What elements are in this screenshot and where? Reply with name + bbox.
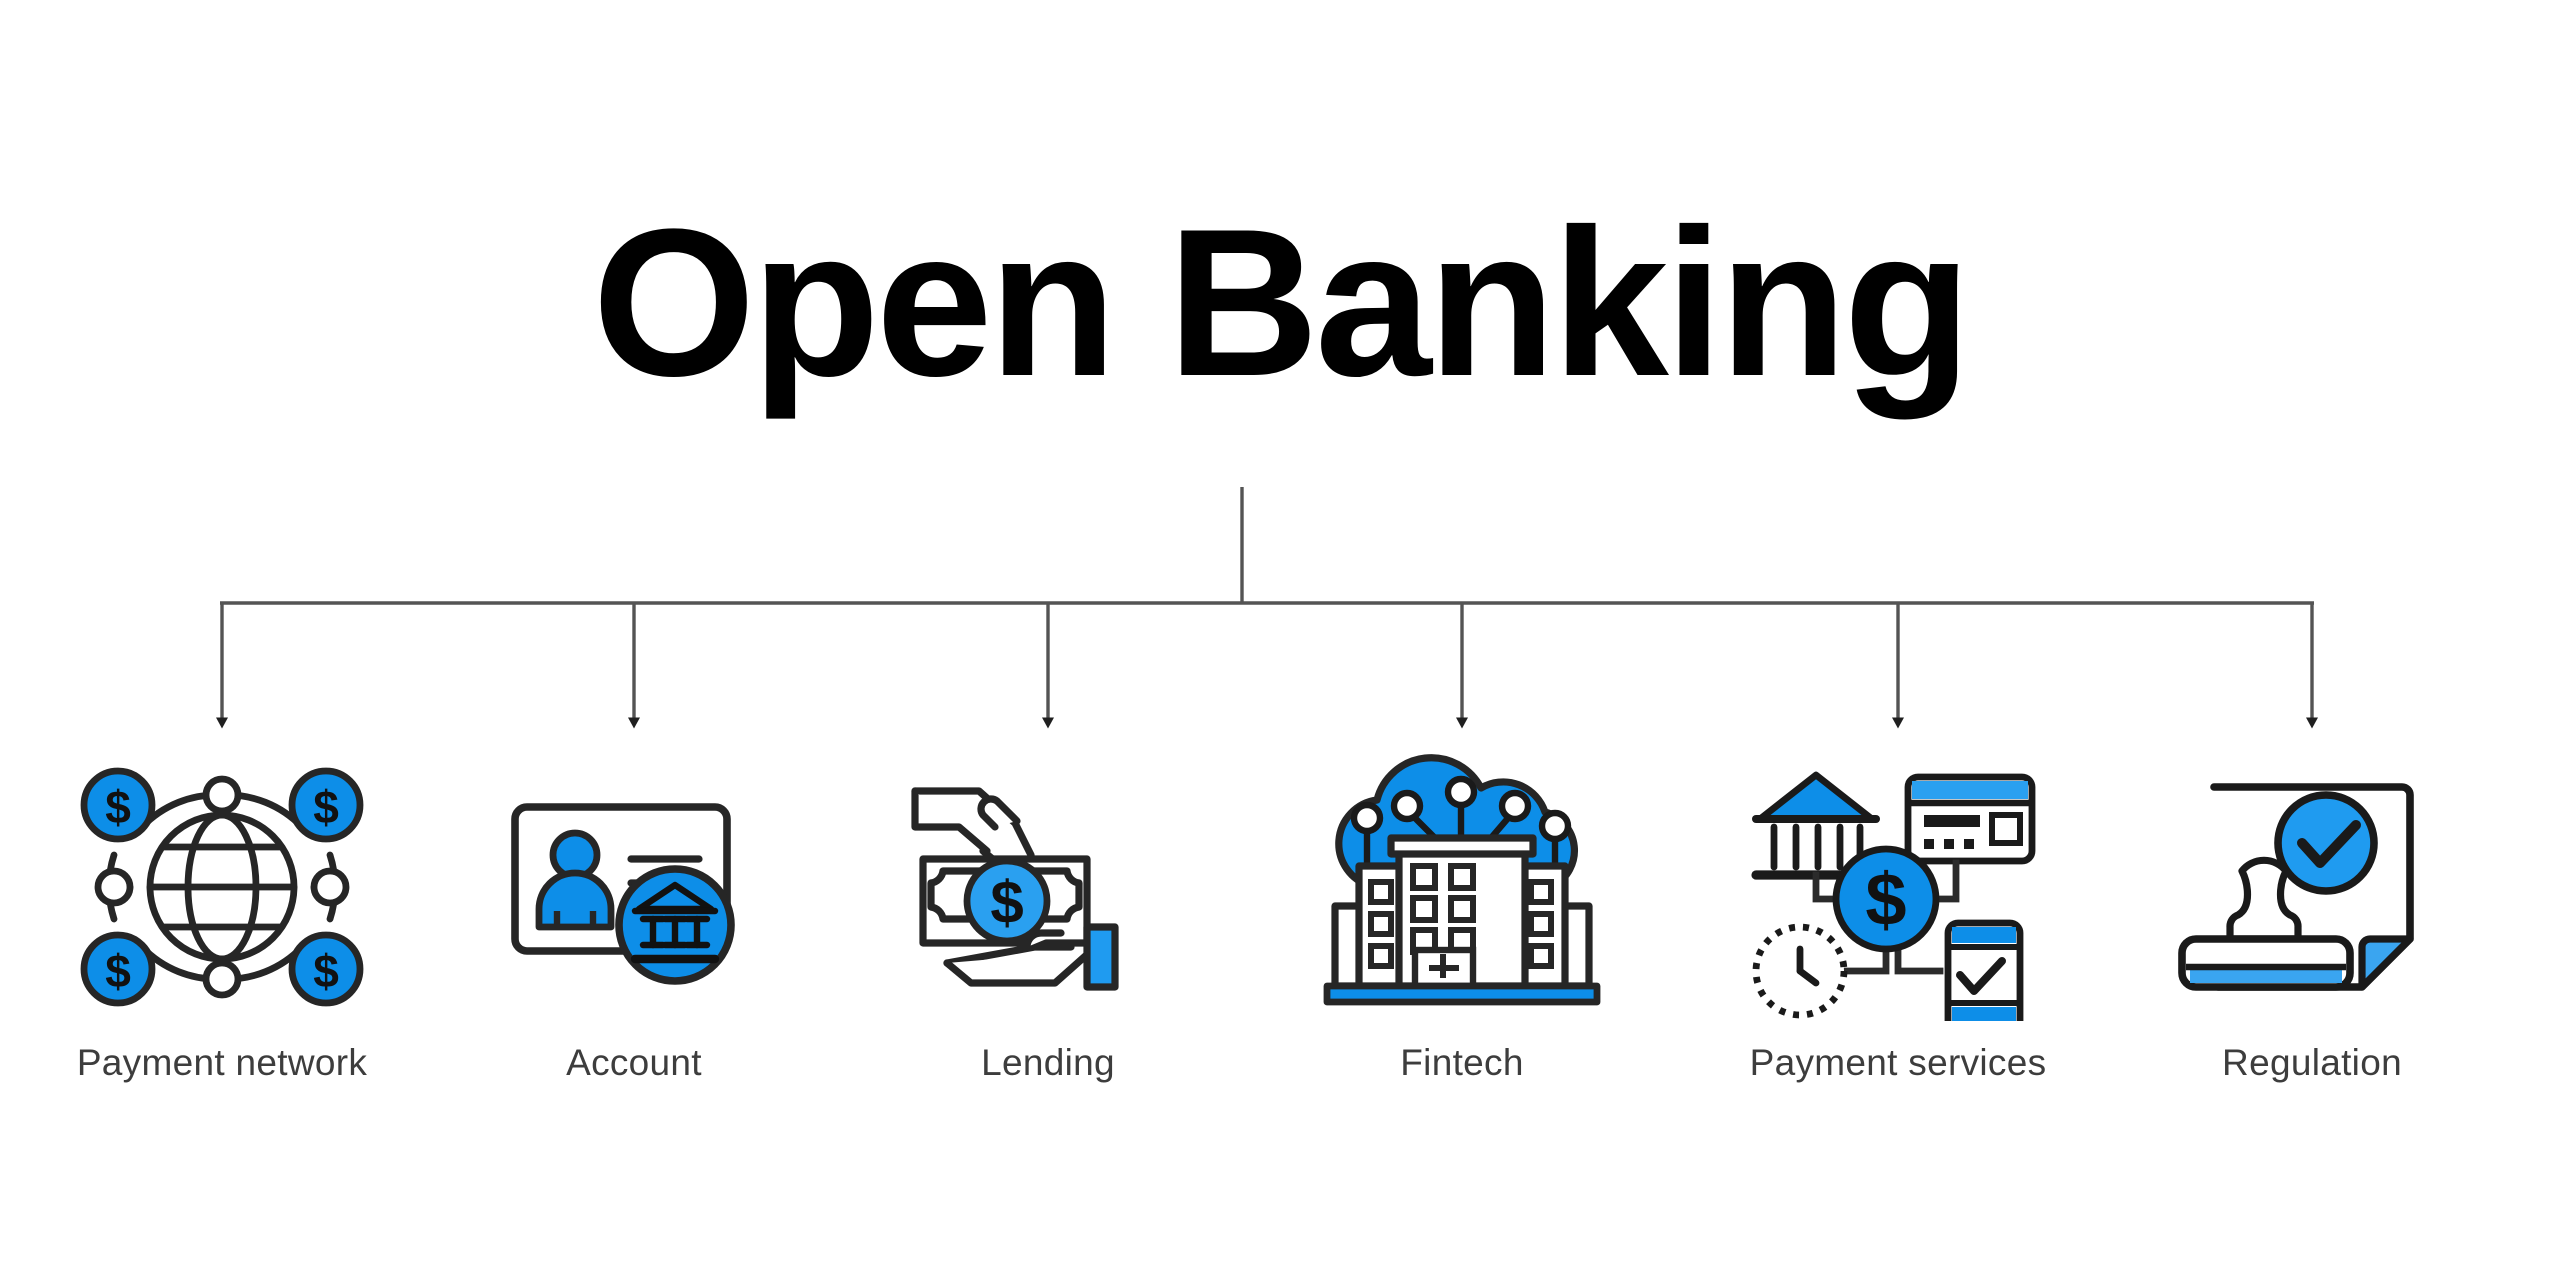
node-fintech[interactable]: Fintech <box>1302 752 1622 1084</box>
node-regulation[interactable]: Regulation <box>2152 752 2472 1084</box>
hands-banknote-coin-icon: $ <box>888 752 1208 1020</box>
node-label-lending: Lending <box>981 1042 1115 1083</box>
svg-text:$: $ <box>105 781 131 833</box>
svg-text:$: $ <box>313 781 339 833</box>
node-payment-network[interactable]: $ $ $ $ Payment network <box>62 752 382 1084</box>
stamp-document-check-icon <box>2152 752 2472 1020</box>
bank-card-clock-phone-icon: $ <box>1738 752 2058 1021</box>
node-label-regulation: Regulation <box>2222 1042 2402 1083</box>
node-label-fintech: Fintech <box>1400 1042 1524 1083</box>
svg-text:$: $ <box>105 945 131 997</box>
node-lending[interactable]: $ Lending <box>888 752 1208 1084</box>
page-title: Open Banking <box>592 185 1971 420</box>
node-account[interactable]: Account <box>474 752 794 1084</box>
node-payment-services[interactable]: $ <box>1738 752 2058 1084</box>
node-label-payment-network: Payment network <box>76 1042 368 1083</box>
svg-text:$: $ <box>1865 858 1906 941</box>
node-row: $ $ $ $ Payment network <box>0 752 2560 1152</box>
node-label-account: Account <box>566 1042 702 1083</box>
node-label-payment-services: Payment services <box>1749 1042 2047 1083</box>
svg-text:$: $ <box>313 945 339 997</box>
id-card-bank-icon <box>474 752 794 1020</box>
svg-text:$: $ <box>990 869 1023 936</box>
cloud-building-nodes-icon <box>1302 752 1622 1020</box>
globe-network-coins-icon: $ $ $ $ <box>62 752 382 1020</box>
